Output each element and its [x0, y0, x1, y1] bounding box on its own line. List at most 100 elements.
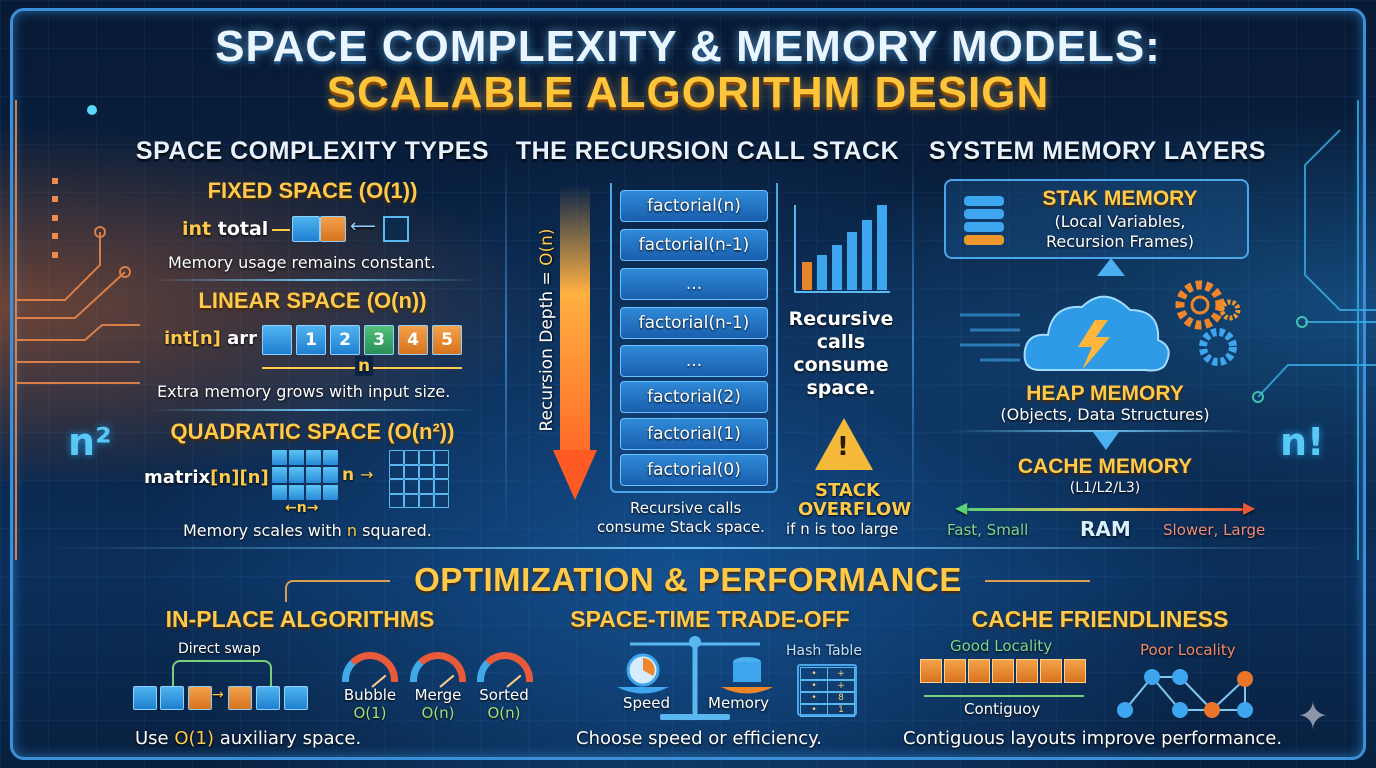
code-dims: [n][n] — [210, 467, 269, 488]
gauge-icon — [342, 652, 398, 682]
block-cell — [968, 659, 990, 683]
separator — [150, 409, 480, 411]
array-cell: 5 — [432, 325, 462, 355]
depth-arrow-head-icon — [553, 450, 597, 500]
cache-memory-title: CACHE MEMORY — [1017, 455, 1193, 478]
array-cell: 2 — [330, 325, 360, 355]
cache-caption: Contiguous layouts improve performance. — [903, 728, 1283, 749]
page-subtitle: SCALABLE ALGORITHM DESIGN — [326, 68, 1050, 117]
arrow-down-icon — [1093, 432, 1119, 450]
page-title: SPACE COMPLEXITY & MEMORY MODELS: — [215, 22, 1161, 71]
block-cell — [1040, 659, 1062, 683]
block-cell — [920, 659, 942, 683]
scale-fast-label: Fast, Small — [947, 521, 1029, 539]
caption-text: Use — [135, 728, 175, 749]
gauge-label: Merge — [414, 686, 462, 704]
array-cell — [228, 686, 252, 710]
gauge-value: O(1) — [353, 704, 387, 722]
heading-bracket-left — [285, 580, 390, 602]
stack-overflow-line2: OVERFLOW — [798, 499, 912, 520]
code-name: matrix — [144, 467, 211, 488]
quadratic-code-label: matrix[n][n] — [144, 467, 269, 488]
circuit-decor-right — [1252, 100, 1376, 560]
memory-growth-chart-icon — [794, 205, 890, 293]
separator — [150, 279, 480, 281]
contiguous-label: Contiguoy — [964, 700, 1041, 718]
tradeoff-caption: Choose speed or efficiency. — [576, 728, 822, 749]
stack-memory-desc1: (Local Variables, — [1054, 212, 1186, 231]
arrow-left-icon: ⟵ — [350, 216, 376, 237]
heap-memory-title: HEAP MEMORY — [1026, 382, 1184, 405]
array-cell: 3 — [364, 325, 394, 355]
swap-arrow-icon — [172, 660, 272, 686]
fixed-space-title: FIXED SPACE (O(1)) — [207, 178, 418, 203]
poor-locality-label: Poor Locality — [1140, 641, 1236, 659]
speed-size-scale — [962, 508, 1250, 511]
warning-icon — [815, 418, 873, 470]
gauge-label: Bubble — [343, 686, 397, 704]
stack-memory-card — [944, 179, 1249, 259]
stack-caption-line2: consume Stack space. — [597, 518, 765, 536]
tradeoff-title: SPACE-TIME TRADE-OFF — [570, 606, 850, 632]
direct-swap-label: Direct swap — [178, 641, 261, 657]
dim-n: n — [296, 500, 307, 516]
array-cell: 1 — [296, 325, 326, 355]
arrow-up-icon — [1097, 258, 1125, 276]
matrix-grid-empty — [389, 450, 449, 508]
warning-exclamation: ! — [837, 432, 849, 462]
empty-memory-cell — [383, 216, 409, 242]
cache-memory-desc: (L1/L2/L3) — [1069, 480, 1141, 496]
column-dim-label: ←n→ — [285, 500, 319, 516]
hash-value: 1 — [827, 703, 855, 717]
hash-value: + — [827, 679, 855, 693]
array-cell — [256, 686, 280, 710]
depth-value: O(n) — [537, 228, 557, 266]
array-cell — [262, 325, 292, 355]
fixed-caption: Memory usage remains constant. — [168, 253, 436, 272]
arrow-right-icon: → — [212, 687, 224, 703]
linear-caption: Extra memory grows with input size. — [157, 382, 451, 401]
span-label: n — [355, 356, 374, 376]
matrix-grid — [272, 450, 338, 500]
caption-highlight: n — [346, 521, 357, 540]
in-place-caption: Use O(1) auxiliary space. — [135, 728, 361, 749]
section-heading: THE RECURSION CALL STACK — [515, 137, 900, 165]
gauge-label: Sorted — [479, 686, 529, 704]
array-cell — [160, 686, 184, 710]
hash-value: + — [827, 667, 855, 681]
stack-frame: factorial(n-1) — [620, 229, 768, 261]
heap-memory-desc: (Objects, Data Structures) — [1000, 405, 1210, 424]
stack-frame: factorial(2) — [620, 381, 768, 413]
scattered-nodes-graph — [1117, 669, 1253, 718]
recursion-depth-label: Recursion Depth = O(n) — [537, 220, 557, 440]
recursive-calls-note: Recursive calls consume space. — [788, 308, 894, 399]
separator — [950, 430, 1250, 432]
arrow-left-icon: ◀ — [955, 498, 968, 517]
hash-key: • — [800, 703, 828, 717]
array-cell: 4 — [398, 325, 428, 355]
stack-caption-line1: Recursive calls — [630, 499, 742, 517]
block-cell — [944, 659, 966, 683]
stack-frame: factorial(n) — [620, 190, 768, 222]
stack-frame: factorial(n-1) — [620, 307, 768, 339]
linear-space-title: LINEAR SPACE (O(n)) — [198, 288, 427, 313]
depth-text: Recursion Depth = — [537, 265, 557, 432]
speed-label: Speed — [623, 694, 671, 712]
scale-ram-label: RAM — [1080, 517, 1131, 541]
stack-frame: ... — [620, 268, 768, 300]
database-stack-icon — [964, 196, 1004, 245]
stack-frame: factorial(1) — [620, 418, 768, 450]
caption-text: Memory scales with — [183, 521, 347, 540]
contiguous-block — [920, 659, 1086, 683]
caption-text: squared. — [356, 521, 432, 540]
gauge-icon — [477, 652, 533, 682]
circuit-decor-left — [15, 100, 140, 560]
gauge-value: O(n) — [487, 704, 521, 722]
separator — [40, 547, 1336, 549]
block-cell — [992, 659, 1014, 683]
heading-bracket-right — [985, 580, 1090, 582]
hash-value: 8 — [827, 691, 855, 705]
caption-text: auxiliary space. — [214, 728, 362, 749]
balance-scale-icon — [617, 636, 773, 720]
memory-label: Memory — [708, 694, 770, 712]
